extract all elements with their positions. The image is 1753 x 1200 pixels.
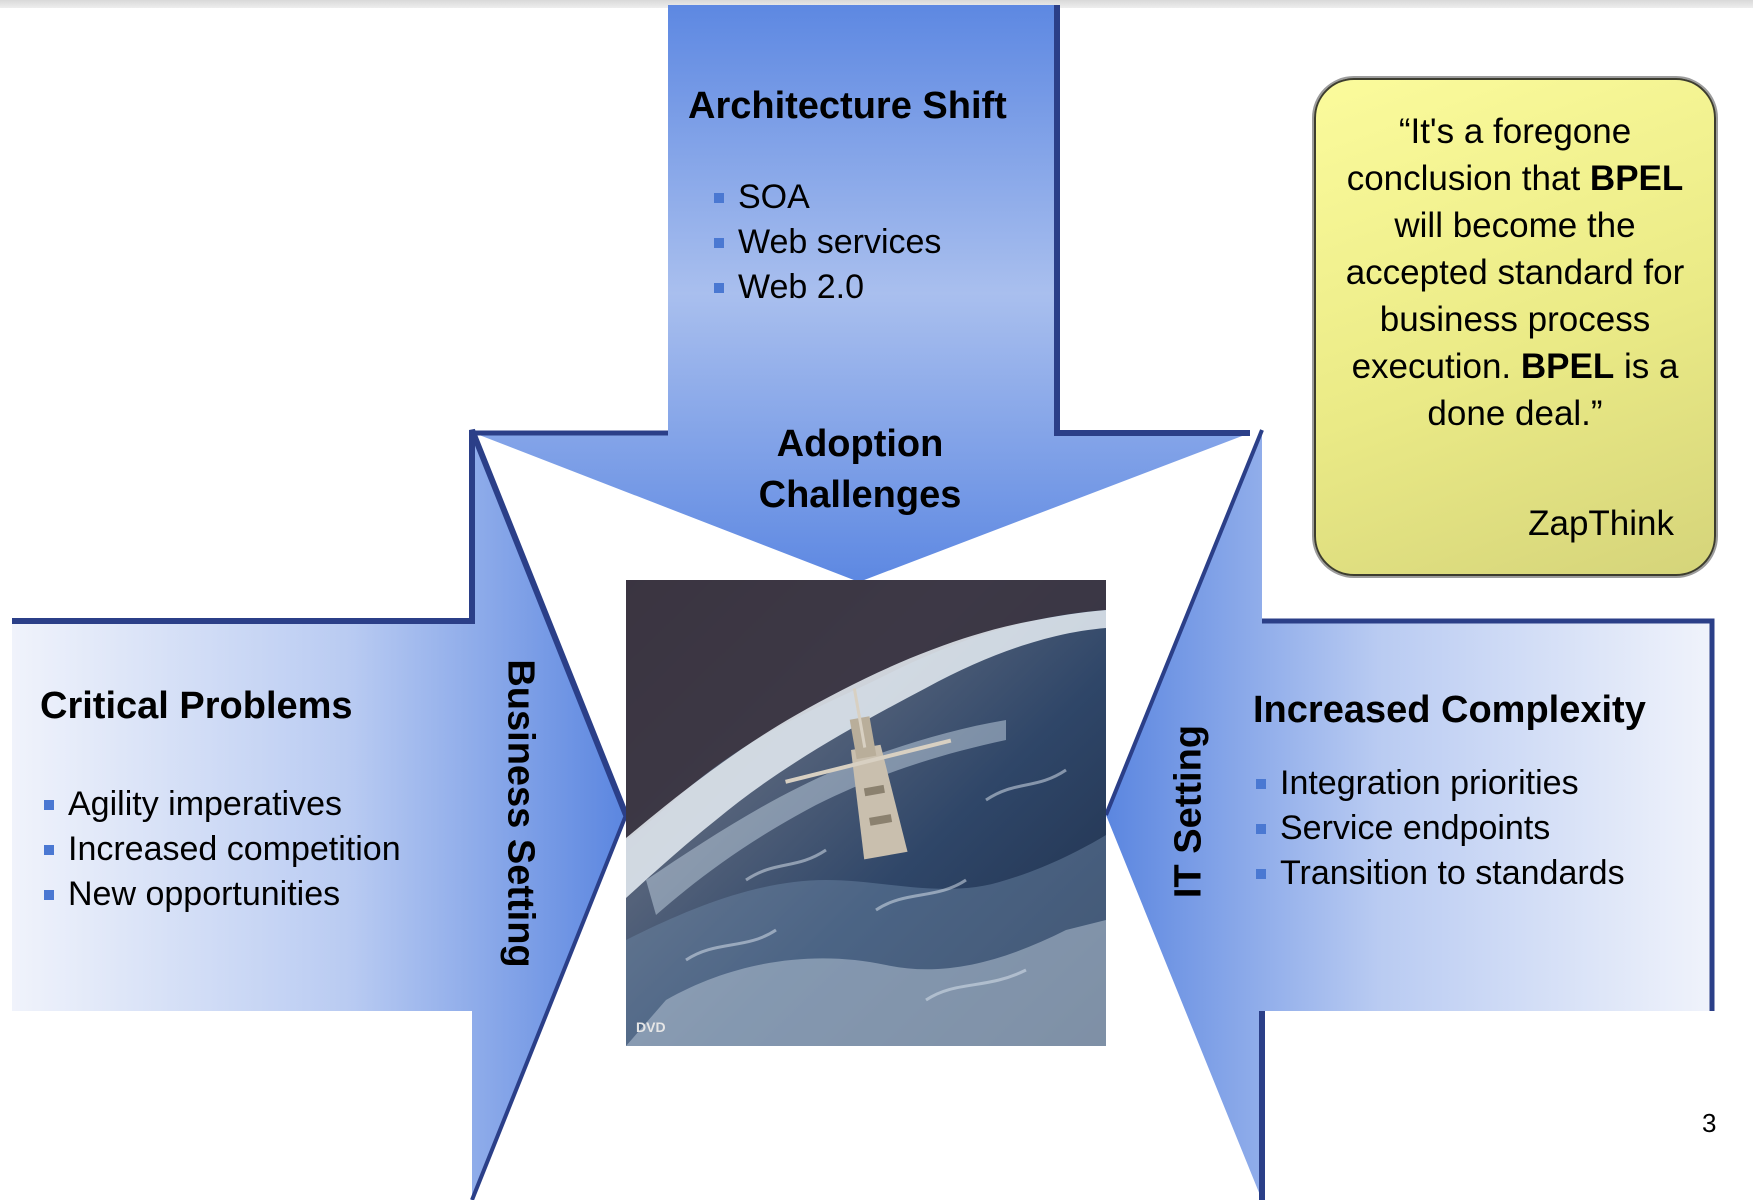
right-arrow bbox=[1104, 429, 1715, 1200]
list-item: Web services bbox=[710, 220, 941, 265]
list-item: Transition to standards bbox=[1252, 851, 1625, 896]
left-arrow-title: Critical Problems bbox=[40, 685, 353, 727]
right-arrow-list: Integration priorities Service endpoints… bbox=[1252, 761, 1625, 896]
list-item: Agility imperatives bbox=[40, 782, 401, 827]
list-item: Increased competition bbox=[40, 827, 401, 872]
top-arrow bbox=[474, 5, 1250, 582]
center-label-line: Adoption bbox=[776, 423, 944, 465]
left-arrow bbox=[12, 428, 629, 1200]
center-label: Adoption Challenges bbox=[700, 419, 1020, 521]
right-arrow-title: Increased Complexity bbox=[1253, 689, 1646, 731]
center-label-line: Challenges bbox=[758, 474, 962, 516]
list-item: Service endpoints bbox=[1252, 806, 1625, 851]
photo-watermark: DVD bbox=[636, 1019, 666, 1035]
left-arrow-list: Agility imperatives Increased competitio… bbox=[40, 782, 401, 917]
top-arrow-title: Architecture Shift bbox=[688, 85, 1007, 127]
quote-source: ZapThink bbox=[1528, 504, 1674, 543]
ship-icon bbox=[785, 688, 952, 860]
top-bar bbox=[0, 0, 1753, 8]
stormy-sea-ship-photo: DVD bbox=[626, 580, 1106, 1046]
it-setting-label: IT Setting bbox=[1167, 724, 1210, 899]
list-item: Integration priorities bbox=[1252, 761, 1625, 806]
quote-callout: “It's a foregone conclusion that BPEL wi… bbox=[1314, 78, 1716, 576]
business-setting-label: Business Setting bbox=[499, 659, 542, 968]
quote-text: “It's a foregone conclusion that BPEL wi… bbox=[1345, 112, 1685, 433]
list-item: New opportunities bbox=[40, 872, 401, 917]
list-item: Web 2.0 bbox=[710, 265, 941, 310]
list-item: SOA bbox=[710, 175, 941, 220]
top-arrow-list: SOA Web services Web 2.0 bbox=[710, 175, 941, 310]
page-number: 3 bbox=[1702, 1108, 1717, 1138]
